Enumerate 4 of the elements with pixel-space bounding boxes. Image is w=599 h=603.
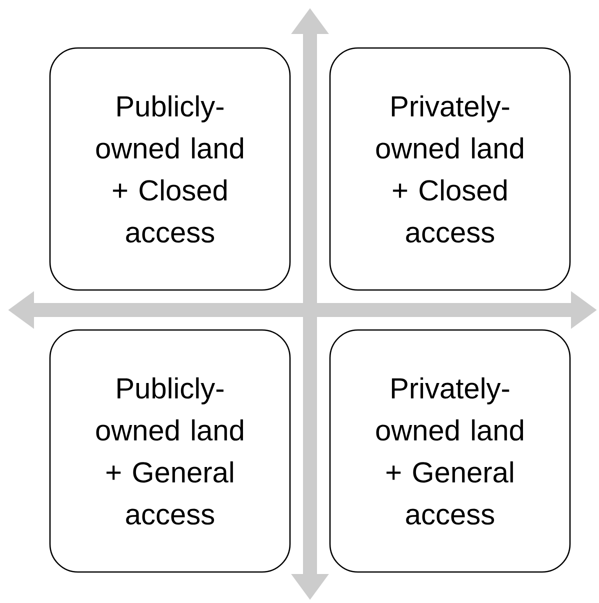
rounded-box: Publicly- owned land + General access [49,329,291,573]
rounded-box: Publicly- owned land + Closed access [49,47,291,291]
rounded-box: Privately- owned land + Closed access [329,47,571,291]
rounded-box: Privately- owned land + General access [329,329,571,573]
